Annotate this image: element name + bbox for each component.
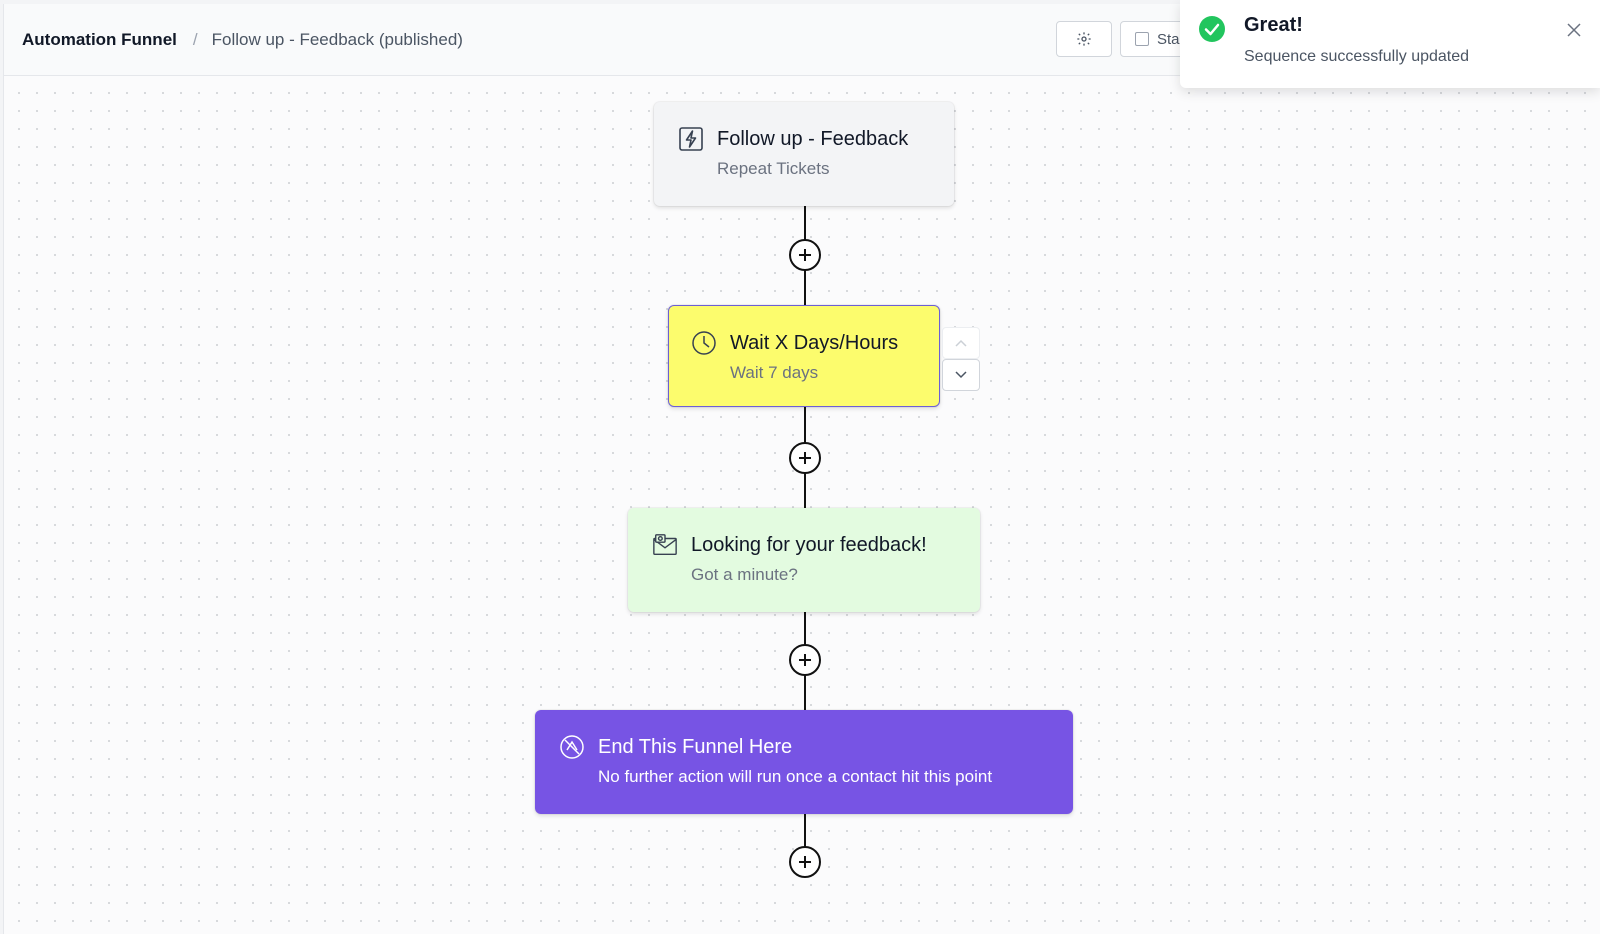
breadcrumb-root[interactable]: Automation Funnel (22, 29, 177, 49)
plus-icon (799, 856, 811, 868)
lightning-icon (678, 126, 704, 152)
end-icon (559, 734, 585, 760)
gear-icon (1077, 32, 1091, 46)
move-up-button[interactable] (942, 327, 980, 359)
trigger-node[interactable]: Follow up - Feedback Repeat Tickets (654, 102, 954, 206)
node-title: End This Funnel Here (598, 736, 793, 758)
chevron-up-icon (955, 339, 967, 347)
node-subtitle: Wait 7 days (730, 363, 819, 382)
add-step-button[interactable] (789, 442, 821, 474)
breadcrumb-separator: / (192, 29, 198, 49)
plus-icon (799, 452, 811, 464)
breadcrumb-current: Follow up - Feedback (published) (211, 29, 463, 49)
email-node[interactable]: Looking for your feedback! Got a minute? (628, 508, 980, 612)
start-checkbox[interactable] (1135, 32, 1149, 46)
email-icon (652, 532, 678, 558)
add-step-button[interactable] (789, 644, 821, 676)
funnel-editor: Automation Funnel / Follow up - Feedback… (3, 4, 1600, 934)
clock-icon (691, 330, 717, 356)
node-subtitle: Got a minute? (691, 565, 798, 584)
toast-title: Great! (1244, 14, 1303, 36)
node-title: Looking for your feedback! (691, 534, 927, 556)
toast-message: Sequence successfully updated (1244, 48, 1470, 65)
wait-node[interactable]: Wait X Days/Hours Wait 7 days (668, 305, 940, 407)
node-subtitle: No further action will run once a contac… (598, 767, 993, 786)
plus-icon (799, 249, 811, 261)
node-subtitle: Repeat Tickets (717, 159, 830, 178)
add-step-button[interactable] (789, 239, 821, 271)
move-down-button[interactable] (942, 359, 980, 391)
settings-button[interactable] (1056, 21, 1112, 57)
toast-close-button[interactable] (1564, 20, 1584, 40)
add-step-button[interactable] (789, 846, 821, 878)
plus-icon (799, 654, 811, 666)
end-node[interactable]: End This Funnel Here No further action w… (535, 710, 1073, 814)
start-label: Sta (1157, 30, 1180, 48)
node-title: Wait X Days/Hours (730, 332, 899, 354)
close-icon (1567, 23, 1581, 37)
node-title: Follow up - Feedback (717, 128, 909, 150)
chevron-down-icon (955, 371, 967, 379)
connector-line (804, 810, 806, 862)
success-toast: Great! Sequence successfully updated (1180, 0, 1600, 88)
check-circle-icon (1199, 16, 1225, 42)
